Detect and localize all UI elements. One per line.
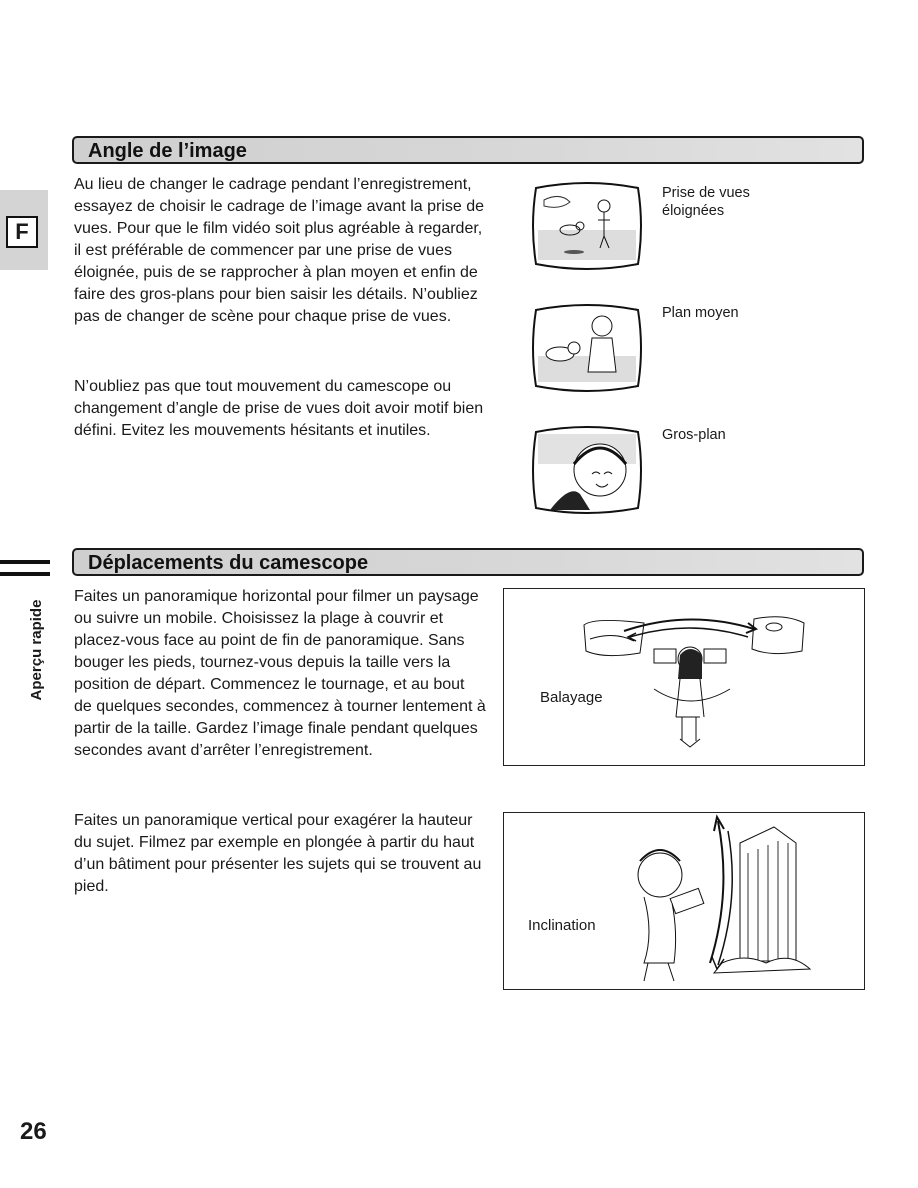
section-header-camera-moves: Déplacements du camescope bbox=[72, 548, 864, 576]
section1-paragraph-2: N’oubliez pas que tout mouvement du came… bbox=[74, 378, 484, 439]
close-up-illustration bbox=[532, 426, 642, 514]
side-rule bbox=[0, 560, 50, 564]
shot-label-line: Prise de vues bbox=[662, 185, 750, 201]
side-section-label: Aperçu rapide bbox=[28, 599, 45, 701]
shot-label-long: Prise de vues éloignées bbox=[662, 184, 792, 220]
side-rule bbox=[0, 572, 50, 576]
section-header-angle: Angle de l’image bbox=[72, 136, 864, 164]
medium-shot-illustration bbox=[532, 304, 642, 392]
language-letter: F bbox=[6, 216, 38, 248]
shot-label-line: éloignées bbox=[662, 203, 725, 219]
shot-label-medium: Plan moyen bbox=[662, 304, 792, 322]
section-title: Angle de l’image bbox=[88, 140, 247, 162]
pan-diagram: Balayage bbox=[503, 588, 865, 766]
shot-label-line: Gros-plan bbox=[662, 427, 726, 443]
tilt-illustration bbox=[637, 814, 812, 982]
pan-illustration bbox=[583, 616, 805, 748]
section2-paragraph-2: Faites un panoramique vertical pour exag… bbox=[74, 812, 482, 895]
section2-paragraph-1: Faites un panoramique horizontal pour fi… bbox=[74, 588, 486, 759]
section-title: Déplacements du camescope bbox=[88, 552, 369, 574]
long-shot-illustration bbox=[532, 182, 642, 270]
tilt-diagram: Inclination bbox=[503, 812, 865, 990]
pan-label: Balayage bbox=[540, 689, 603, 706]
section1-paragraph-1: Au lieu de changer le cadrage pendant l’… bbox=[74, 176, 485, 325]
shot-label-line: Plan moyen bbox=[662, 305, 739, 321]
tilt-label: Inclination bbox=[528, 917, 596, 934]
shot-label-close: Gros-plan bbox=[662, 426, 792, 444]
page-number: 26 bbox=[20, 1118, 47, 1145]
